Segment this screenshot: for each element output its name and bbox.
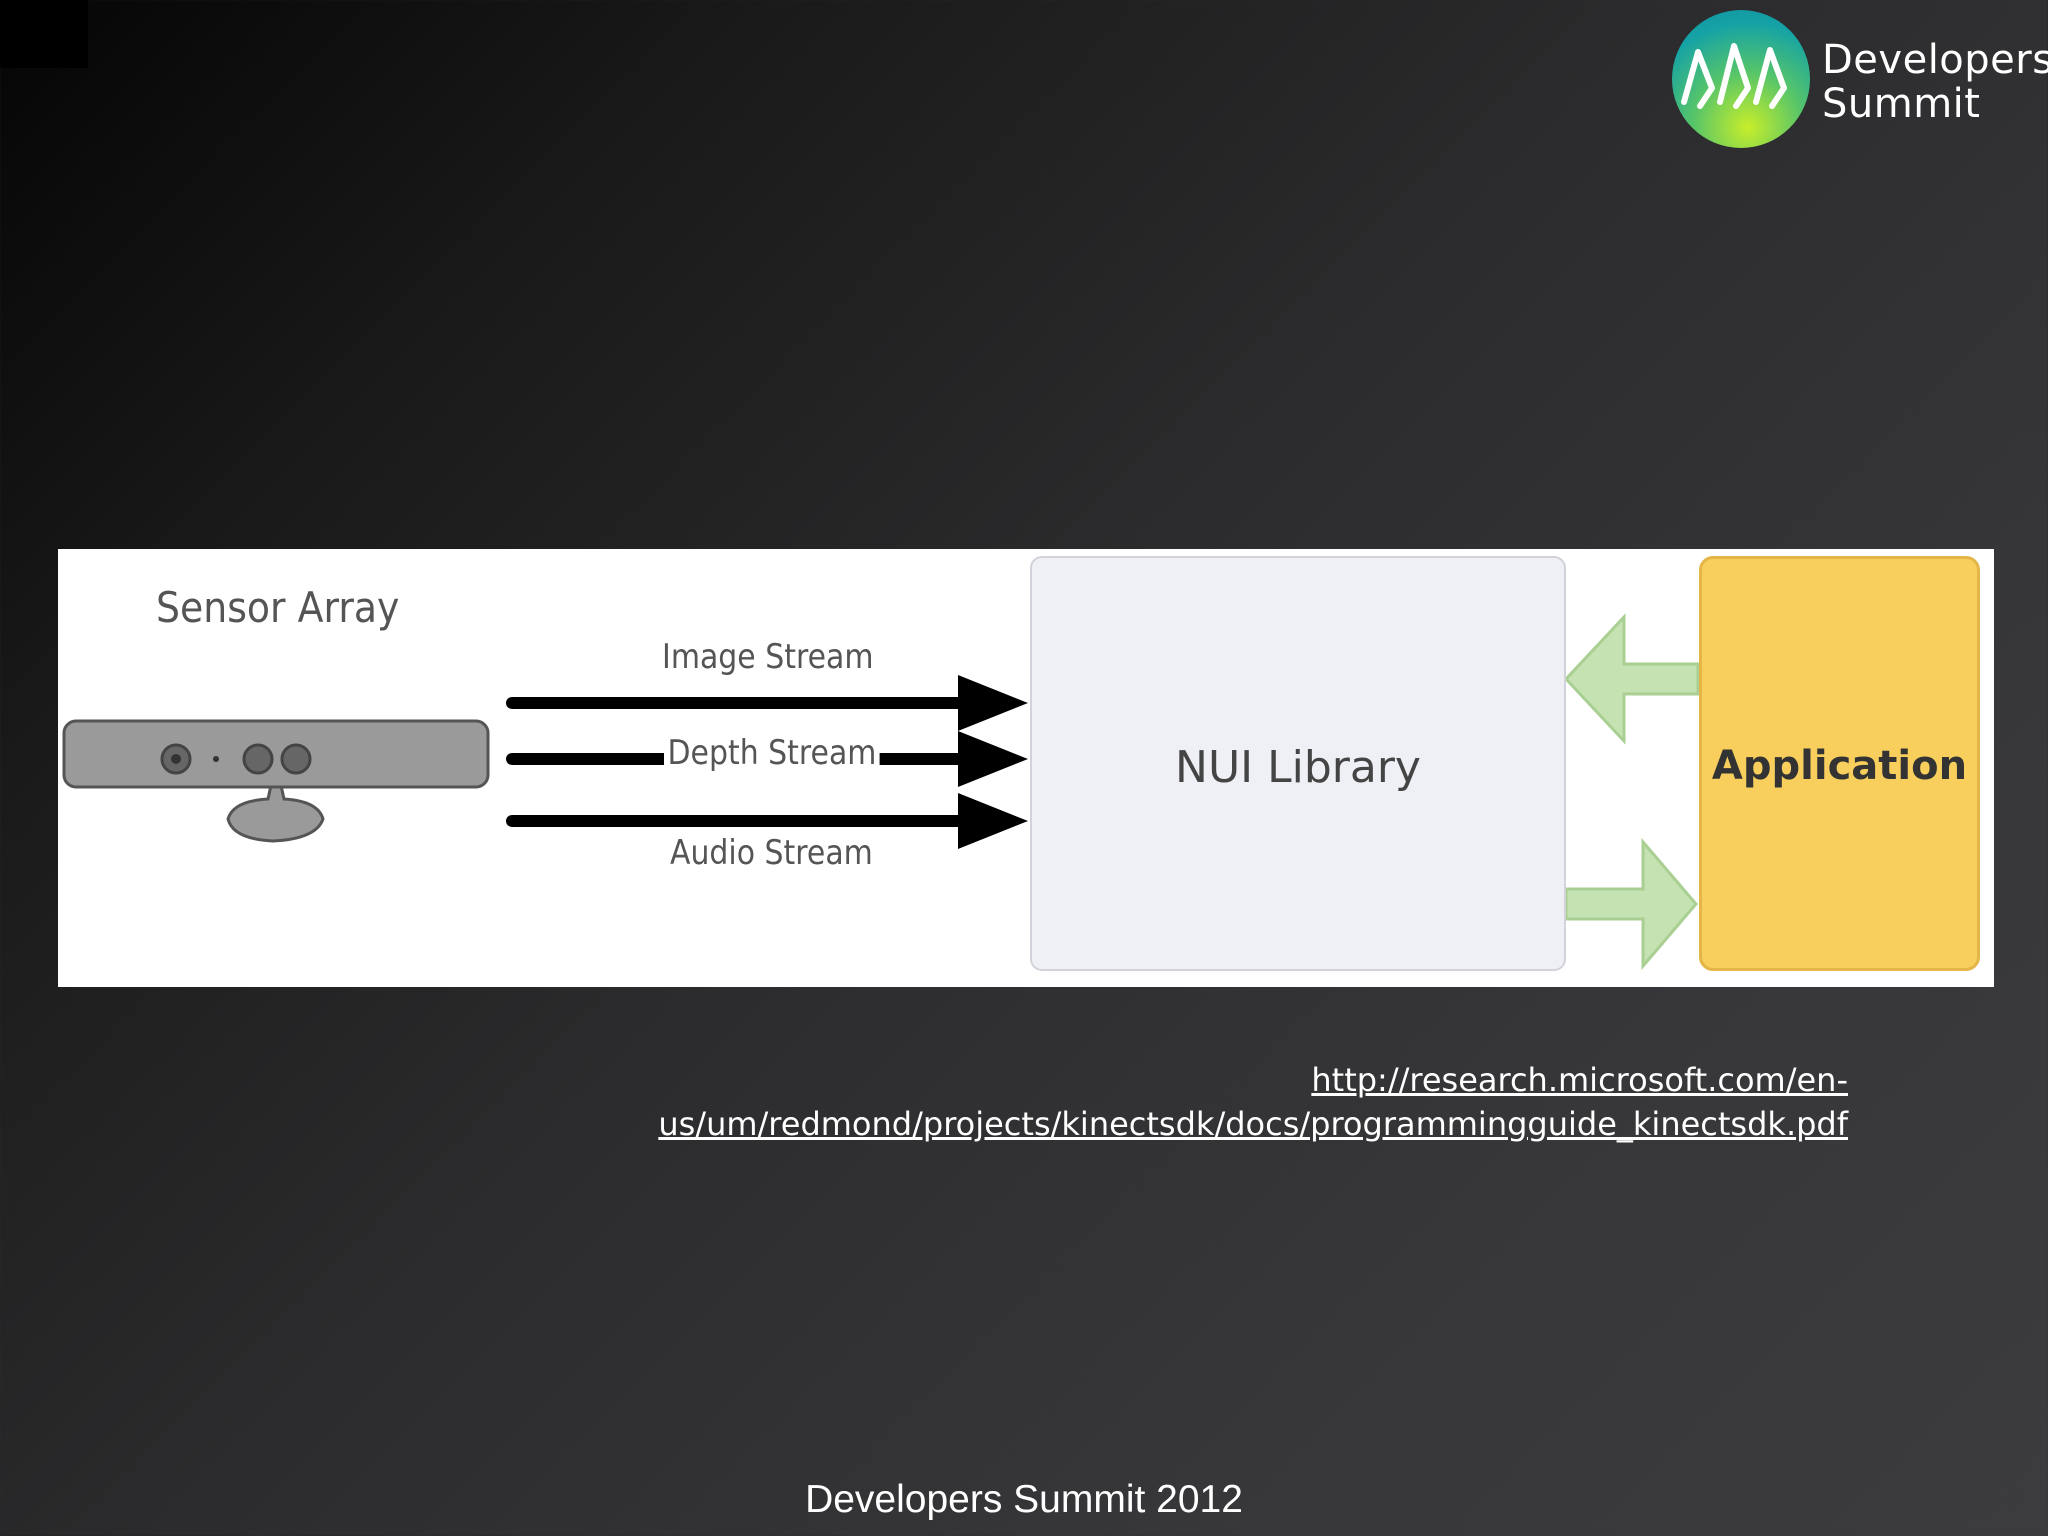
application-label: Application bbox=[1711, 743, 1968, 789]
source-citation: http://research.microsoft.com/en- us/um/… bbox=[648, 1058, 1848, 1146]
kinect-architecture-diagram: Sensor Array Image Stream Depth Stream bbox=[58, 549, 1994, 987]
green-arrows bbox=[1563, 613, 1700, 971]
logo-line-1: Developers bbox=[1822, 37, 2048, 83]
citation-line-2: us/um/redmond/projects/kinectsdk/docs/pr… bbox=[658, 1105, 1848, 1143]
depth-stream-label: Depth Stream bbox=[664, 733, 880, 773]
image-stream-label: Image Stream bbox=[662, 637, 874, 677]
application-box: Application bbox=[1699, 556, 1980, 971]
logo-emblem bbox=[1672, 10, 1810, 148]
developers-summit-logo: Developers Summit bbox=[1672, 10, 2048, 148]
logo-mountains-icon bbox=[1681, 43, 1787, 109]
nui-library-label: NUI Library bbox=[1175, 742, 1421, 793]
corner-block bbox=[0, 0, 88, 68]
logo-line-2: Summit bbox=[1822, 81, 1981, 127]
audio-stream-label: Audio Stream bbox=[670, 833, 873, 873]
citation-link[interactable]: http://research.microsoft.com/en- us/um/… bbox=[658, 1061, 1848, 1143]
kinect-sensor-icon bbox=[62, 719, 490, 843]
sensor-array-title: Sensor Array bbox=[156, 583, 400, 632]
citation-line-1: http://research.microsoft.com/en- bbox=[1311, 1061, 1848, 1099]
logo-wordmark: Developers Summit bbox=[1822, 38, 2048, 126]
footer-text: Developers Summit 2012 bbox=[805, 1478, 1243, 1521]
nui-library-box: NUI Library bbox=[1030, 556, 1566, 971]
